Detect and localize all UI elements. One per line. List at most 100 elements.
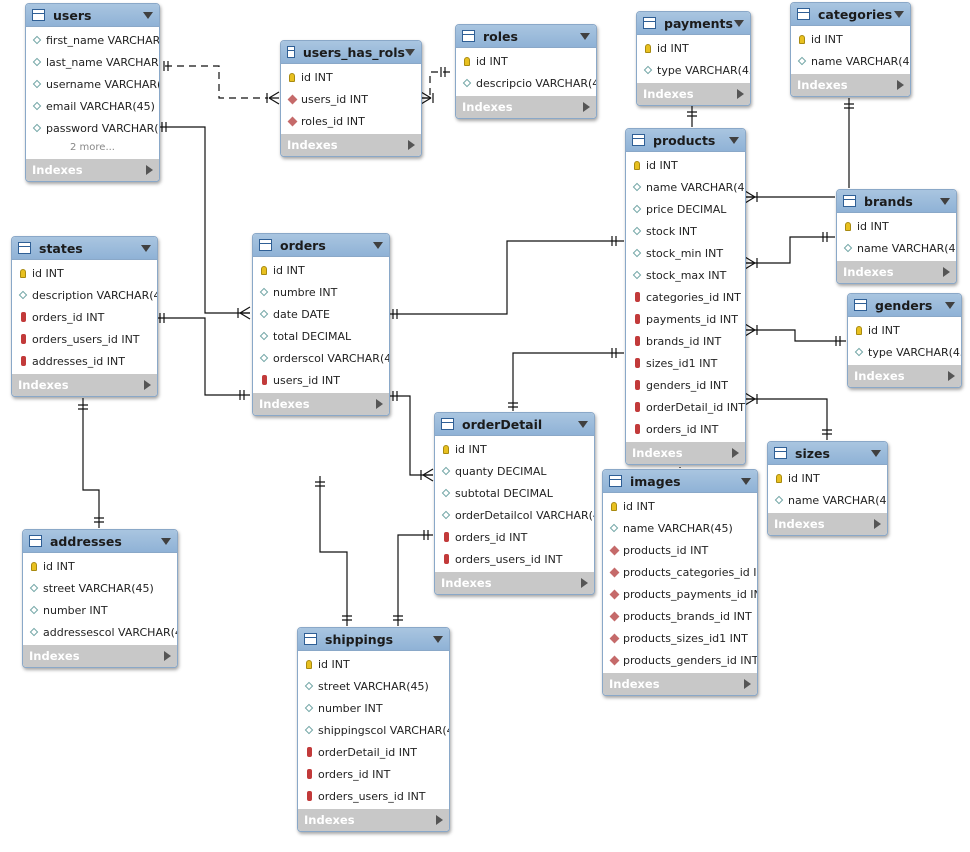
collapse-arrow-icon[interactable]: [578, 420, 588, 428]
column-row[interactable]: products_sizes_id1 INT: [603, 627, 757, 649]
more-columns-link[interactable]: 2 more...: [70, 142, 115, 153]
table-header[interactable]: genders: [848, 294, 961, 317]
table-header[interactable]: categories: [791, 3, 910, 26]
table-header[interactable]: orderDetail: [435, 413, 594, 436]
collapse-arrow-icon[interactable]: [161, 537, 171, 545]
column-row[interactable]: last_name VARCHAR...: [26, 51, 159, 73]
column-row[interactable]: id INT: [603, 495, 757, 517]
column-row[interactable]: id INT: [637, 37, 750, 59]
collapse-arrow-icon[interactable]: [143, 11, 153, 19]
indexes-section[interactable]: Indexes: [12, 374, 157, 396]
column-row[interactable]: password VARCHAR(...: [26, 117, 159, 139]
column-row[interactable]: name VARCHAR(45): [791, 50, 910, 72]
column-row[interactable]: username VARCHAR(...: [26, 73, 159, 95]
column-row[interactable]: name VARCHAR(45): [768, 489, 887, 511]
column-row[interactable]: id INT: [435, 438, 594, 460]
indexes-section[interactable]: Indexes: [281, 134, 421, 156]
collapse-arrow-icon[interactable]: [894, 10, 904, 18]
column-row[interactable]: payments_id INT: [626, 308, 745, 330]
column-row[interactable]: products_id INT: [603, 539, 757, 561]
column-row[interactable]: name VARCHAR(45): [626, 176, 745, 198]
expand-arrow-icon[interactable]: [874, 519, 881, 529]
column-row[interactable]: products_payments_id INT: [603, 583, 757, 605]
collapse-arrow-icon[interactable]: [940, 197, 950, 205]
column-row[interactable]: stock_min INT: [626, 242, 745, 264]
expand-arrow-icon[interactable]: [732, 448, 739, 458]
column-row[interactable]: id INT: [626, 154, 745, 176]
indexes-section[interactable]: Indexes: [435, 572, 594, 594]
column-row[interactable]: addresses_id INT: [12, 350, 157, 372]
column-row[interactable]: stock_max INT: [626, 264, 745, 286]
table-header[interactable]: states: [12, 237, 157, 260]
column-row[interactable]: id INT: [768, 467, 887, 489]
expand-arrow-icon[interactable]: [376, 399, 383, 409]
column-row[interactable]: orders_id INT: [12, 306, 157, 328]
table-header[interactable]: payments: [637, 12, 750, 35]
column-row[interactable]: brands_id INT: [626, 330, 745, 352]
collapse-arrow-icon[interactable]: [580, 32, 590, 40]
table-header[interactable]: images: [603, 470, 757, 493]
indexes-section[interactable]: Indexes: [626, 442, 745, 464]
table-header[interactable]: shippings: [298, 628, 449, 651]
column-row[interactable]: orders_id INT: [435, 526, 594, 548]
column-row[interactable]: descripcio VARCHAR(45): [456, 72, 596, 94]
column-row[interactable]: total DECIMAL: [253, 325, 389, 347]
collapse-arrow-icon[interactable]: [871, 449, 881, 457]
column-row[interactable]: type VARCHAR(45): [848, 341, 961, 363]
column-row[interactable]: roles_id INT: [281, 110, 421, 132]
column-row[interactable]: id INT: [298, 653, 449, 675]
indexes-section[interactable]: Indexes: [23, 645, 177, 667]
expand-arrow-icon[interactable]: [948, 371, 955, 381]
indexes-section[interactable]: Indexes: [768, 513, 887, 535]
indexes-section[interactable]: Indexes: [26, 159, 159, 181]
column-row[interactable]: orders_users_id INT: [435, 548, 594, 570]
table-header[interactable]: roles: [456, 25, 596, 48]
column-row[interactable]: orders_id INT: [626, 418, 745, 440]
column-row[interactable]: orderscol VARCHAR(45): [253, 347, 389, 369]
collapse-arrow-icon[interactable]: [141, 244, 151, 252]
column-row[interactable]: id INT: [281, 66, 421, 88]
indexes-section[interactable]: Indexes: [637, 83, 750, 105]
collapse-arrow-icon[interactable]: [433, 635, 443, 643]
collapse-arrow-icon[interactable]: [734, 19, 744, 27]
expand-arrow-icon[interactable]: [583, 102, 590, 112]
column-row[interactable]: products_brands_id INT: [603, 605, 757, 627]
column-row[interactable]: orderDetailcol VARCHAR(45): [435, 504, 594, 526]
collapse-arrow-icon[interactable]: [373, 241, 383, 249]
table-header[interactable]: users: [26, 4, 159, 27]
column-row[interactable]: categories_id INT: [626, 286, 745, 308]
column-row[interactable]: type VARCHAR(45): [637, 59, 750, 81]
column-row[interactable]: orders_id INT: [298, 763, 449, 785]
table-header[interactable]: products: [626, 129, 745, 152]
indexes-section[interactable]: Indexes: [837, 261, 956, 283]
indexes-section[interactable]: Indexes: [298, 809, 449, 831]
column-row[interactable]: id INT: [456, 50, 596, 72]
table-header[interactable]: sizes: [768, 442, 887, 465]
column-row[interactable]: products_categories_id INT: [603, 561, 757, 583]
expand-arrow-icon[interactable]: [744, 679, 751, 689]
expand-arrow-icon[interactable]: [146, 165, 153, 175]
column-row[interactable]: id INT: [848, 319, 961, 341]
column-row[interactable]: numbre INT: [253, 281, 389, 303]
column-row[interactable]: sizes_id1 INT: [626, 352, 745, 374]
column-row[interactable]: orderDetail_id INT: [626, 396, 745, 418]
expand-arrow-icon[interactable]: [144, 380, 151, 390]
expand-arrow-icon[interactable]: [408, 140, 415, 150]
collapse-arrow-icon[interactable]: [405, 48, 415, 56]
column-row[interactable]: id INT: [837, 215, 956, 237]
column-row[interactable]: first_name VARCHAR...: [26, 29, 159, 51]
column-row[interactable]: number INT: [298, 697, 449, 719]
column-row[interactable]: street VARCHAR(45): [298, 675, 449, 697]
collapse-arrow-icon[interactable]: [945, 301, 955, 309]
column-row[interactable]: email VARCHAR(45): [26, 95, 159, 117]
column-row[interactable]: addressescol VARCHAR(45): [23, 621, 177, 643]
